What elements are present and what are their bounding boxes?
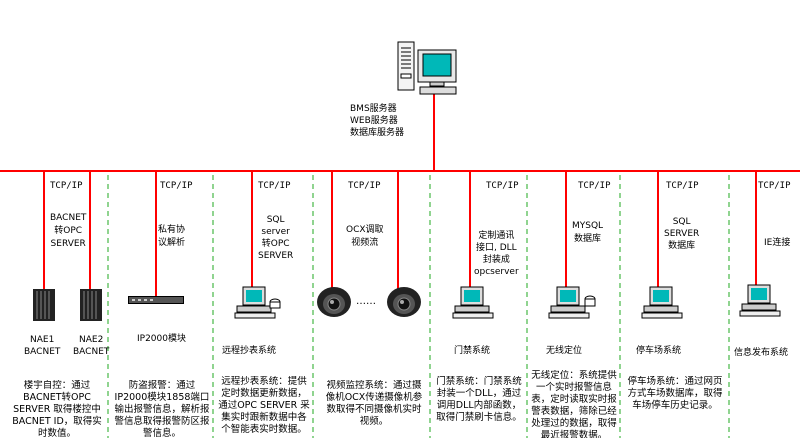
workstation-icon	[739, 284, 781, 317]
system-name-positioning: 无线定位	[546, 346, 583, 356]
middleware-label-ocx: OCX调取视频流	[346, 225, 384, 248]
server-label-bms: BMS服务器	[350, 104, 397, 114]
controller-icon	[33, 289, 55, 321]
protocol-label: TCP/IP	[758, 181, 791, 191]
protocol-label: TCP/IP	[348, 181, 381, 191]
workstation-icon	[234, 286, 281, 319]
protocol-label: TCP/IP	[578, 181, 611, 191]
description-alarm: 防盗报警：通过IP2000模块1858端口输出报警信息，解析报警信息取得报警防区…	[114, 380, 210, 438]
ip2000-module-icon	[128, 296, 184, 304]
system-name-info-release: 信息发布系统	[734, 348, 789, 358]
system-name-access: 门禁系统	[454, 346, 491, 356]
protocol-label: TCP/IP	[666, 181, 699, 191]
workstation-icon	[548, 286, 596, 319]
column-dividers	[107, 175, 730, 438]
server-workstation-icon	[397, 41, 457, 95]
middleware-label-private-protocol: 私有协议解析	[158, 225, 186, 248]
protocol-label: TCP/IP	[160, 181, 193, 191]
description-wireless-positioning: 无线定位：系统提供一个实时报警信息表，定时读取实时报警表数据，筛除已经处理过的数…	[531, 370, 617, 438]
dome-camera-icon	[317, 287, 351, 317]
device-label-nae2: NAE2 BACNET	[73, 335, 110, 357]
description-meter-reading: 远程抄表系统：提供定时数据更新数据，通过OPC SERVER 采集实时跟新数据中…	[218, 376, 310, 435]
controller-icon	[80, 289, 102, 321]
system-name-parking: 停车场系统	[636, 346, 682, 356]
device-label-nae1: NAE1 BACNET	[24, 335, 61, 357]
description-building-automation: 楼宇自控：通过BACNET转OPC SERVER 取得楼控中BACNET ID，…	[12, 380, 102, 438]
middleware-label-ie: IE连接	[764, 238, 791, 248]
system-name-meter: 远程抄表系统	[222, 346, 277, 356]
workstation-icon	[641, 286, 683, 319]
description-video: 视频监控系统：通过摄像机OCX传递摄像机参数取得不同摄像机实时视频。	[325, 380, 423, 427]
server-label-web: WEB服务器	[350, 116, 398, 126]
protocol-label: TCP/IP	[258, 181, 291, 191]
server-label-database: 数据库服务器	[350, 128, 405, 138]
protocol-label: TCP/IP	[486, 181, 519, 191]
description-access: 门禁系统：门禁系统封装一个DLL，通过调用DLL内部函数，取得门禁刷卡信息。	[436, 376, 522, 423]
workstation-icon	[452, 286, 494, 319]
protocol-label: TCP/IP	[50, 181, 83, 191]
device-label-ip2000: IP2000模块	[137, 334, 186, 344]
description-parking: 停车场系统：通过网页方式车场数据库，取得车场停车历史记录。	[627, 376, 723, 411]
ellipsis-dots: ……	[356, 296, 376, 307]
dome-camera-icon	[387, 287, 421, 317]
